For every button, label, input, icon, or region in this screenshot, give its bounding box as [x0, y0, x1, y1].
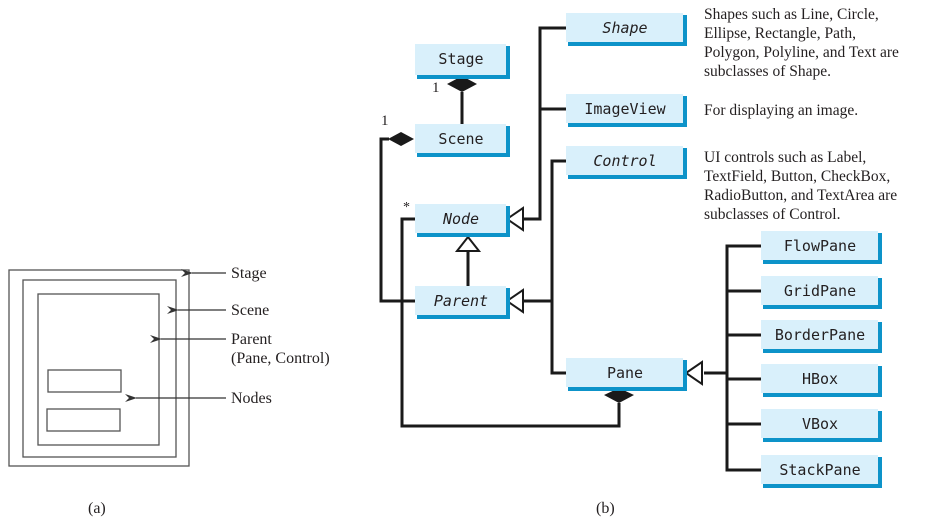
node-box-2: [46, 408, 121, 432]
class-node-name: Node: [442, 210, 479, 228]
class-imageview[interactable]: ImageView: [566, 94, 687, 127]
class-hbox-name: HBox: [802, 370, 838, 388]
parent-subclass-trunk: [520, 159, 566, 303]
class-gridpane-name: GridPane: [784, 282, 856, 300]
pane-aggregation-diamond: [604, 388, 634, 403]
multiplicity-scene-parent: 1: [381, 113, 389, 129]
stage-frame: [8, 269, 190, 467]
note-shape-line-3: Polygon, Polyline, and Text are: [704, 44, 899, 61]
class-hbox[interactable]: HBox: [761, 364, 882, 397]
class-shape[interactable]: Shape: [566, 13, 687, 46]
caption-b: (b): [596, 500, 615, 517]
pane-inherit-triangle: [684, 360, 703, 386]
class-vbox[interactable]: VBox: [761, 409, 882, 442]
note-imageview: For displaying an image.: [704, 102, 858, 119]
pane-subclass-trunk: [725, 244, 761, 472]
panel-b-markers: [388, 76, 703, 403]
note-shape-line-2: Ellipse, Rectangle, Path,: [704, 25, 856, 42]
class-control-name: Control: [593, 152, 656, 170]
class-stackpane-name: StackPane: [779, 461, 860, 479]
stage-composition-diamond: [447, 76, 477, 92]
caption-a: (a): [88, 500, 106, 517]
class-stage[interactable]: Stage: [415, 44, 510, 79]
multiplicity-pane-node: *: [403, 200, 410, 215]
note-control-line-1: UI controls such as Label,: [704, 149, 866, 166]
class-vbox-name: VBox: [802, 415, 838, 433]
scene-composition-diamond: [388, 132, 414, 146]
multiplicity-stage-scene: 1: [432, 80, 440, 96]
class-flowpane[interactable]: FlowPane: [761, 231, 882, 264]
label-scene: Scene: [231, 302, 269, 319]
class-borderpane-name: BorderPane: [775, 326, 865, 344]
class-node[interactable]: Node: [415, 204, 510, 237]
note-control: UI controls such as Label, TextField, Bu…: [704, 149, 897, 223]
class-imageview-name: ImageView: [584, 100, 666, 118]
class-stackpane[interactable]: StackPane: [761, 455, 882, 488]
panel-b-connectors: [379, 26, 761, 472]
node-inherit-triangle-down: [454, 235, 482, 252]
parent-frame: [37, 293, 160, 446]
class-pane[interactable]: Pane: [566, 358, 687, 391]
class-flowpane-name: FlowPane: [784, 237, 856, 255]
class-control[interactable]: Control: [566, 146, 687, 179]
class-stage-name: Stage: [438, 50, 483, 68]
class-parent[interactable]: Parent: [415, 286, 510, 319]
label-stage: Stage: [231, 265, 267, 282]
note-control-line-4: subclasses of Control.: [704, 206, 840, 223]
class-shape-name: Shape: [602, 19, 647, 37]
note-shape-line-1: Shapes such as Line, Circle,: [704, 6, 879, 23]
note-control-line-2: TextField, Button, CheckBox,: [704, 168, 890, 185]
class-borderpane[interactable]: BorderPane: [761, 320, 882, 353]
class-pane-name: Pane: [607, 364, 643, 382]
parent-inherit-triangle: [505, 288, 524, 314]
label-parent-kinds: (Pane, Control): [231, 350, 330, 367]
node-inherit-triangle-right: [505, 206, 524, 232]
label-nodes: Nodes: [231, 390, 272, 407]
scene-frame: [22, 279, 177, 458]
note-shape-line-4: subclasses of Shape.: [704, 63, 831, 80]
node-subclass-trunk: [520, 26, 566, 221]
class-gridpane[interactable]: GridPane: [761, 276, 882, 309]
label-parent: Parent: [231, 331, 272, 348]
note-shape: Shapes such as Line, Circle, Ellipse, Re…: [704, 6, 899, 80]
pane-branch: [550, 301, 566, 375]
note-imageview-line-1: For displaying an image.: [704, 102, 858, 119]
scene-parent-link: [379, 137, 415, 303]
node-box-1: [47, 369, 122, 393]
class-scene-name: Scene: [438, 130, 483, 148]
class-scene[interactable]: Scene: [415, 124, 510, 157]
note-control-line-3: RadioButton, and TextArea are: [704, 187, 897, 204]
panel-a: Stage Scene Parent (Pane, Control) Nodes…: [8, 265, 330, 517]
class-parent-name: Parent: [434, 292, 488, 310]
pane-node-link: [400, 217, 621, 428]
